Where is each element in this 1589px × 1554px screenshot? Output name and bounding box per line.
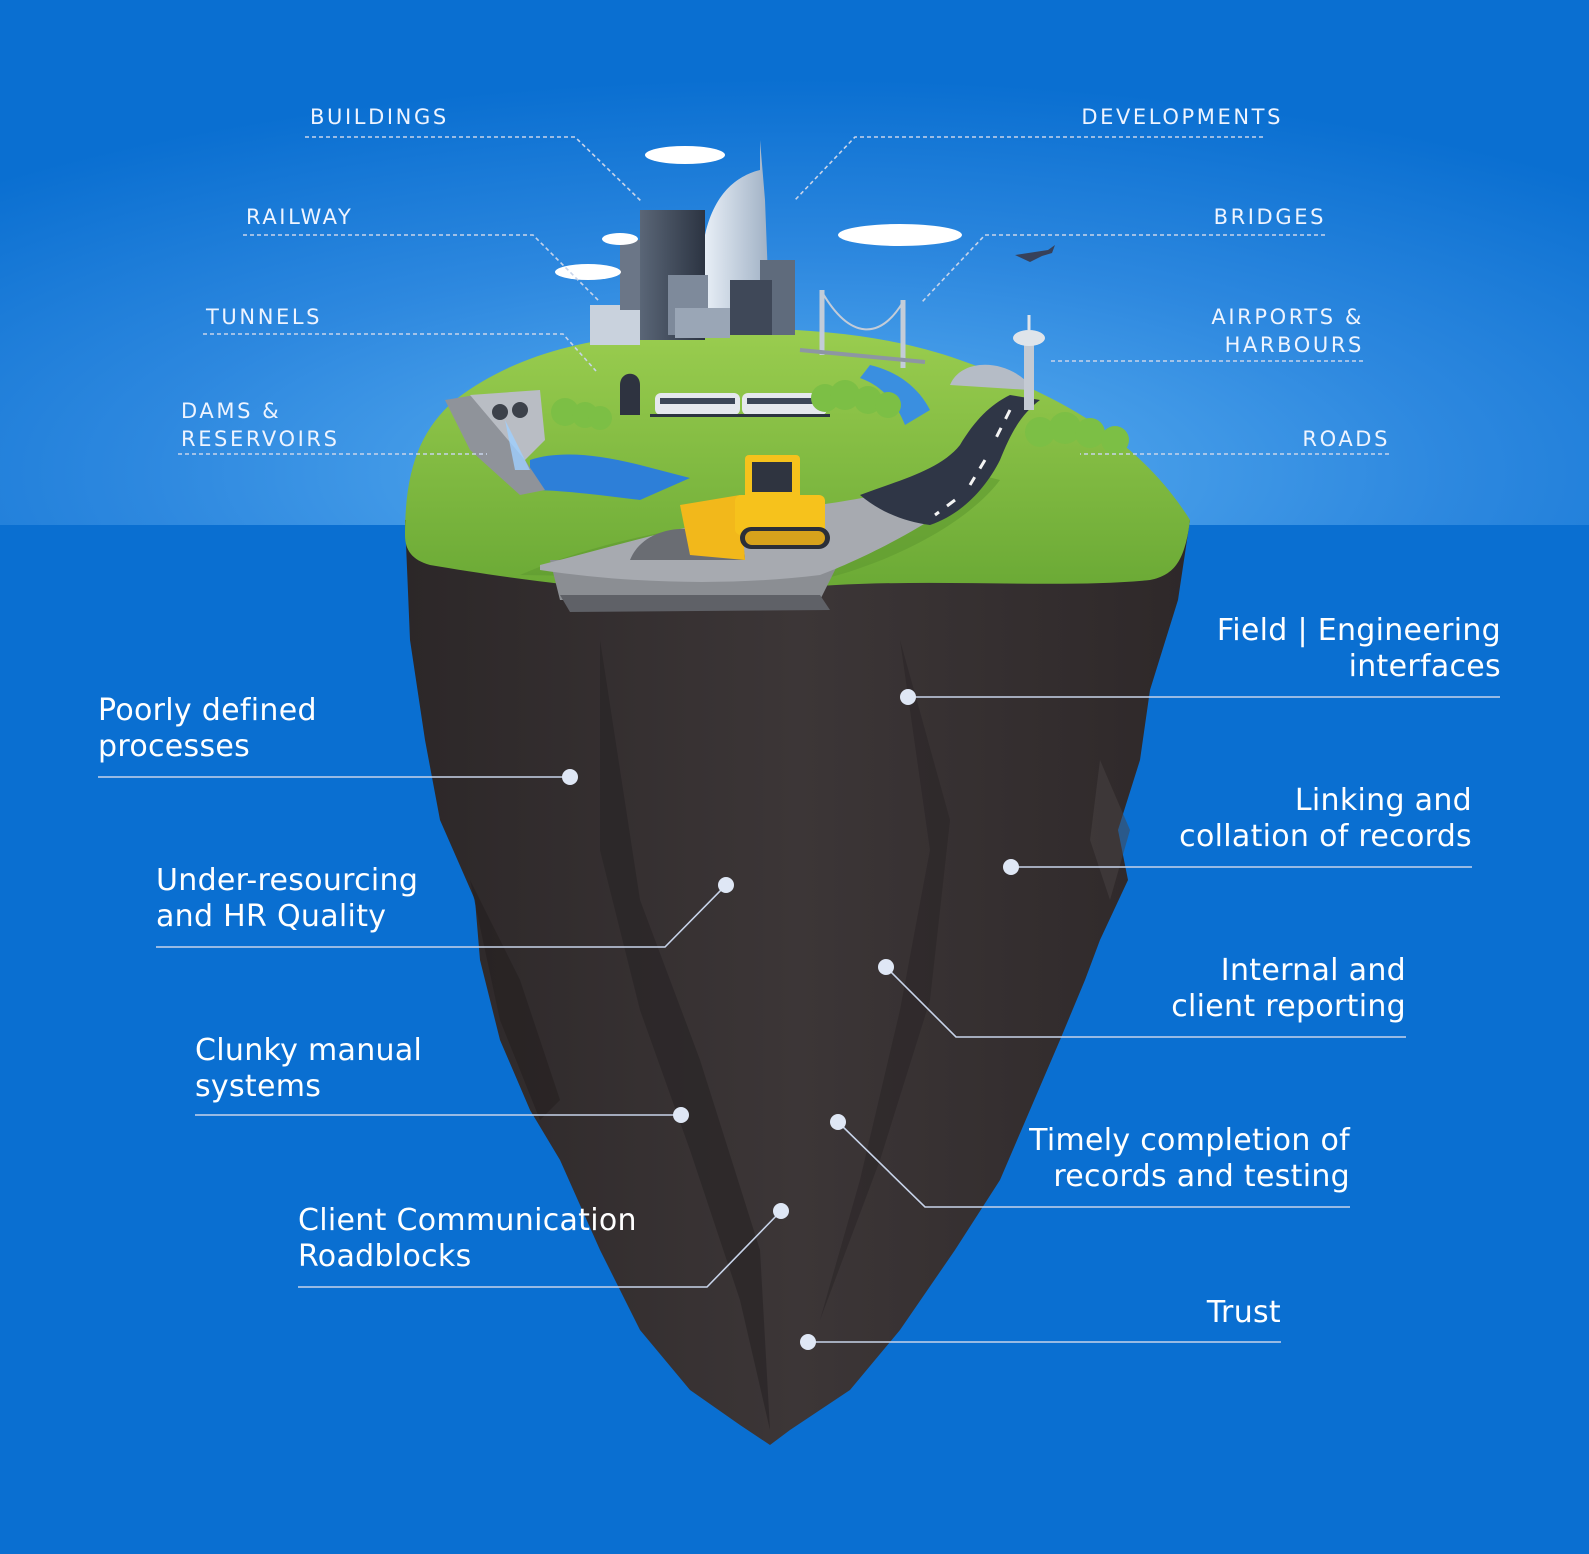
train (650, 393, 830, 417)
airport (950, 315, 1045, 410)
asphalt-road (860, 395, 1040, 525)
dot-timely (830, 1114, 846, 1130)
city-skyline (590, 140, 795, 345)
dot-trust (800, 1334, 816, 1350)
trees (551, 380, 1129, 454)
issue-clunky-systems: Clunky manual systems (195, 1033, 423, 1104)
issue-trust: Trust (1206, 1295, 1281, 1330)
label-dams-reservoirs: DAMS & RESERVOIRS (181, 399, 340, 451)
dot-field (900, 689, 916, 705)
issue-under-resourcing: Under-resourcing and HR Quality (156, 863, 419, 934)
island-rock (405, 520, 1190, 1445)
dot-under (718, 877, 734, 893)
issue-client-communication: Client Communication Roadblocks (298, 1203, 637, 1274)
label-tunnels: TUNNELS (206, 305, 323, 329)
infrastructure-leaders (178, 136, 1389, 455)
clouds (555, 146, 962, 280)
label-railway: RAILWAY (246, 205, 354, 229)
issue-field-engineering: Field | Engineering interfaces (1216, 613, 1501, 684)
label-developments: DEVELOPMENTS (1081, 105, 1283, 129)
dot-clunky (673, 1107, 689, 1123)
dot-linking (1003, 859, 1019, 875)
issue-timely-completion: Timely completion of records and testing (1029, 1123, 1350, 1194)
label-airports-harbours: AIRPORTS & HARBOURS (1211, 305, 1364, 357)
issue-internal-reporting: Internal and client reporting (1171, 953, 1406, 1024)
label-bridges: BRIDGES (1213, 205, 1326, 229)
issue-linking-collation: Linking and collation of records (1179, 783, 1472, 854)
label-roads: ROADS (1302, 427, 1390, 451)
dam (445, 390, 545, 495)
dot-poorly (562, 769, 578, 785)
dot-client (773, 1203, 789, 1219)
issue-poorly-defined: Poorly defined processes (98, 693, 317, 764)
plane-icon (1015, 245, 1055, 262)
dot-internal (878, 959, 894, 975)
issue-leaders (98, 696, 1500, 1343)
issue-dots (562, 689, 1019, 1350)
tunnel (620, 373, 640, 415)
river (530, 454, 690, 500)
bridge (799, 290, 926, 368)
bulldozer (680, 455, 830, 560)
label-buildings: BUILDINGS (310, 105, 449, 129)
